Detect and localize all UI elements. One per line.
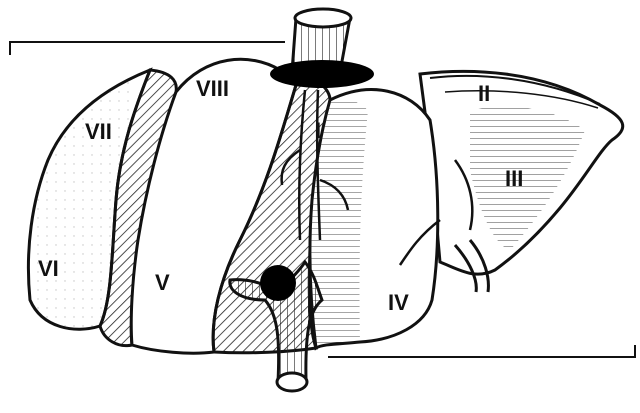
vessel-cross-section [260,265,296,301]
segment-label-viii: VIII [196,76,229,101]
segment-iv-lobe [310,90,438,348]
segment-label-iii: III [505,166,523,191]
segment-label-iv: IV [388,290,409,315]
segment-label-ii: II [478,81,490,106]
segment-label-v: V [155,270,170,295]
segment-label-vii: VII [85,119,112,144]
segment-label-i: I [315,118,321,143]
hepatic-vein-confluence [270,60,374,88]
segment-label-vi: VI [38,256,59,281]
